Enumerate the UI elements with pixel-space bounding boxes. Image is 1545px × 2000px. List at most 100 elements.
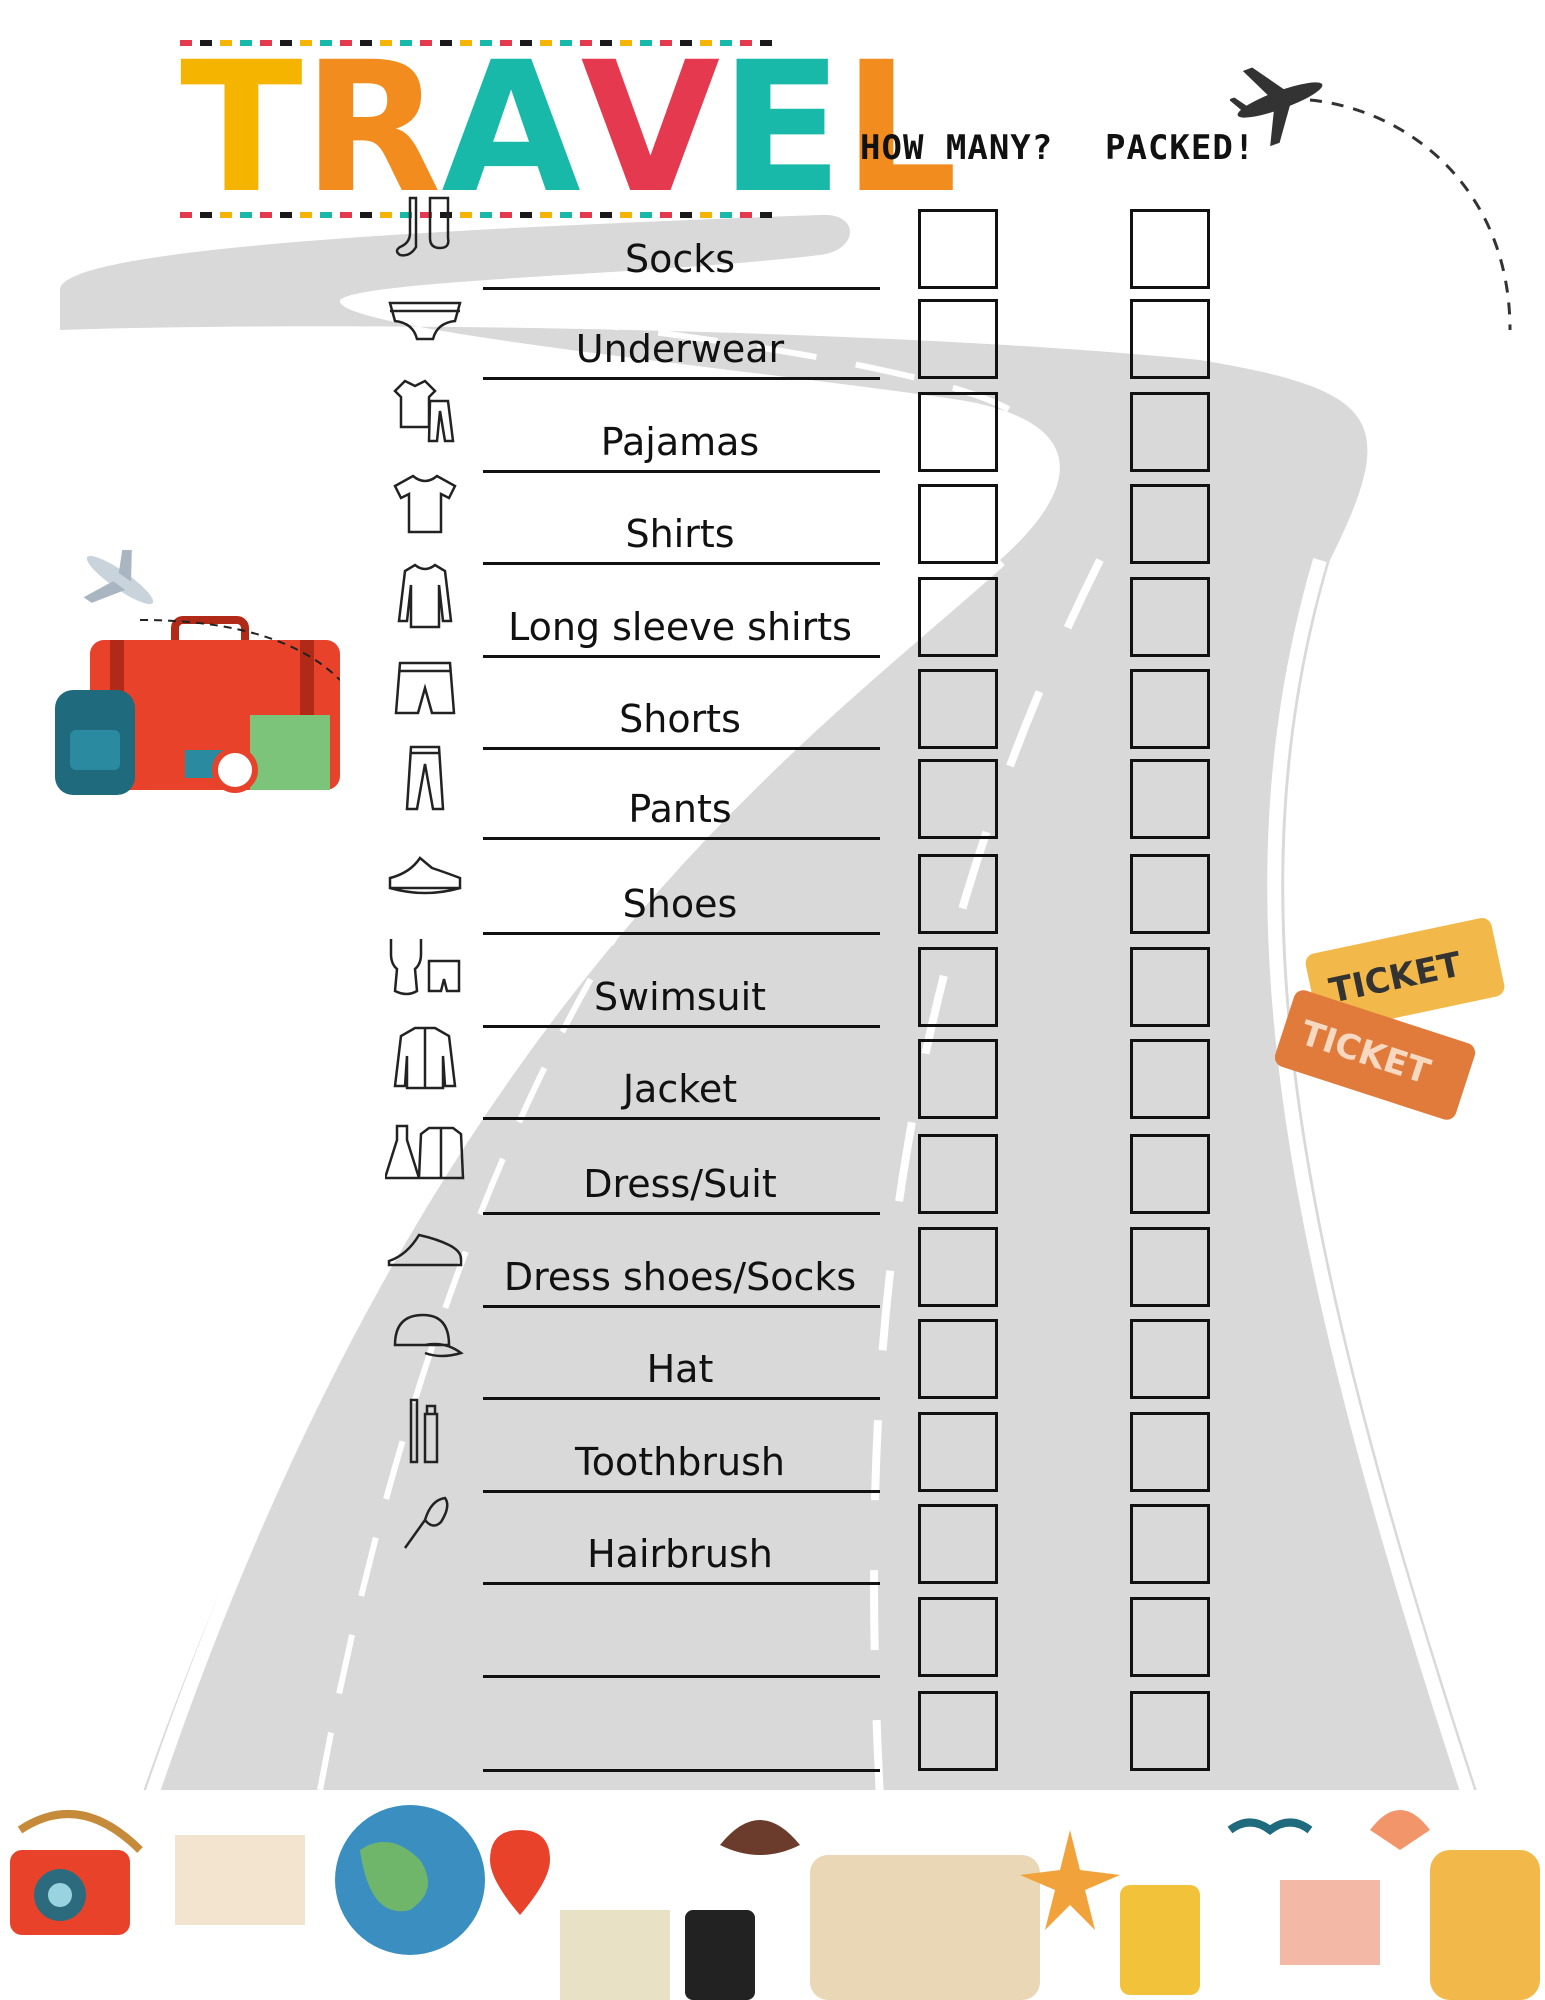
postcard-icon xyxy=(175,1835,305,1925)
item-underline xyxy=(483,655,880,658)
list-item: Dress shoes/Socks xyxy=(0,1213,1545,1308)
item-label: Shorts xyxy=(619,697,741,741)
item-label: Shoes xyxy=(622,882,738,926)
item-underline[interactable] xyxy=(483,1769,880,1772)
how-many-box[interactable] xyxy=(918,669,998,749)
long-sleeve-shirt-icon xyxy=(397,563,453,629)
how-many-box[interactable] xyxy=(918,1134,998,1214)
dress-suit-icon xyxy=(385,1124,465,1180)
how-many-box[interactable] xyxy=(918,577,998,657)
list-item: Swimsuit xyxy=(0,933,1545,1028)
packed-checkbox[interactable] xyxy=(1130,1134,1210,1214)
packed-checkbox[interactable] xyxy=(1130,1227,1210,1307)
item-underline xyxy=(483,1490,880,1493)
list-item: Pajamas xyxy=(0,378,1545,473)
how-many-box[interactable] xyxy=(918,1412,998,1492)
sneakers-icon xyxy=(388,856,462,895)
travel-suitcase-icon xyxy=(810,1855,1040,2000)
starfish-icon xyxy=(1020,1830,1120,1930)
tickets-illustration: TICKET TICKET xyxy=(1275,917,1505,1120)
swimsuit-icon xyxy=(389,939,461,996)
list-item: Long sleeve shirts xyxy=(0,563,1545,658)
sunglasses-icon xyxy=(1227,1818,1313,1835)
how-many-box[interactable] xyxy=(918,392,998,472)
list-item-blank xyxy=(0,1677,1545,1772)
how-many-box[interactable] xyxy=(918,1597,998,1677)
packed-checkbox[interactable] xyxy=(1130,759,1210,839)
camera-strap xyxy=(17,1810,143,1853)
how-many-box[interactable] xyxy=(918,1691,998,1771)
how-many-box[interactable] xyxy=(918,947,998,1027)
item-label: Jacket xyxy=(622,1067,738,1111)
item-underline xyxy=(483,747,880,750)
wallet-icon xyxy=(1120,1885,1200,1995)
sunscreen-icon xyxy=(685,1910,755,2000)
packed-checkbox[interactable] xyxy=(1130,1597,1210,1677)
seashell-icon xyxy=(1370,1810,1430,1850)
item-label: Dress/Suit xyxy=(583,1162,777,1206)
packed-checkbox[interactable] xyxy=(1130,1412,1210,1492)
photo-icon xyxy=(1280,1880,1380,1965)
item-underline xyxy=(483,1305,880,1308)
list-item: Pants xyxy=(0,745,1545,840)
packed-checkbox[interactable] xyxy=(1130,947,1210,1027)
packed-checkbox[interactable] xyxy=(1130,669,1210,749)
list-item: Underwear xyxy=(0,285,1545,380)
compass-icon xyxy=(212,747,258,793)
packed-checkbox[interactable] xyxy=(1130,1691,1210,1771)
item-label: Dress shoes/Socks xyxy=(503,1255,857,1299)
packed-checkbox[interactable] xyxy=(1130,209,1210,289)
how-many-box[interactable] xyxy=(918,209,998,289)
title-letter-e: E xyxy=(720,24,843,233)
cap-icon xyxy=(393,1313,464,1358)
item-underline[interactable] xyxy=(483,1675,880,1678)
item-underline xyxy=(483,470,880,473)
suitcase-illustration xyxy=(55,550,340,795)
packed-checkbox[interactable] xyxy=(1130,577,1210,657)
airplane-icon xyxy=(1230,67,1323,147)
item-underline xyxy=(483,377,880,380)
how-many-box[interactable] xyxy=(918,1504,998,1584)
how-many-box[interactable] xyxy=(918,299,998,379)
underwear-icon xyxy=(388,301,462,341)
ticket-icon xyxy=(1275,990,1476,1120)
map-icon xyxy=(560,1910,670,2000)
pajamas-icon xyxy=(393,379,455,443)
pants-icon xyxy=(405,745,445,811)
packed-checkbox[interactable] xyxy=(1130,299,1210,379)
how-many-box[interactable] xyxy=(918,759,998,839)
list-item: Shirts xyxy=(0,470,1545,565)
packed-checkbox[interactable] xyxy=(1130,854,1210,934)
title-letter-v: V xyxy=(580,24,721,233)
how-many-box[interactable] xyxy=(918,854,998,934)
column-header-packed: PACKED! xyxy=(1105,128,1256,168)
item-label: Hat xyxy=(646,1347,714,1391)
list-item: Toothbrush xyxy=(0,1398,1545,1493)
dress-shoe-icon xyxy=(387,1233,463,1267)
item-underline xyxy=(483,1025,880,1028)
packed-checkbox[interactable] xyxy=(1130,1319,1210,1399)
packed-checkbox[interactable] xyxy=(1130,1504,1210,1584)
title-dash-border-bottom xyxy=(180,212,780,218)
how-many-box[interactable] xyxy=(918,1319,998,1399)
how-many-box[interactable] xyxy=(918,1039,998,1119)
how-many-box[interactable] xyxy=(918,1227,998,1307)
packed-checkbox[interactable] xyxy=(1130,484,1210,564)
item-underline xyxy=(483,287,880,290)
item-label: Shirts xyxy=(625,512,735,556)
list-item: Hairbrush xyxy=(0,1490,1545,1585)
backpack-icon xyxy=(1430,1850,1540,2000)
title-dash-border-top xyxy=(180,40,780,46)
title-letter-r: R xyxy=(302,24,442,233)
item-underline xyxy=(483,1117,880,1120)
item-label: Long sleeve shirts xyxy=(508,605,852,649)
title-word: T R A V E L xyxy=(180,24,958,233)
packed-checkbox[interactable] xyxy=(1130,392,1210,472)
column-header-how-many: HOW MANY? xyxy=(860,128,1054,168)
how-many-box[interactable] xyxy=(918,484,998,564)
title-letter-l: L xyxy=(843,24,958,233)
packed-checkbox[interactable] xyxy=(1130,1039,1210,1119)
travel-title: T R A V E L xyxy=(180,24,958,233)
item-label: Pants xyxy=(628,787,732,831)
